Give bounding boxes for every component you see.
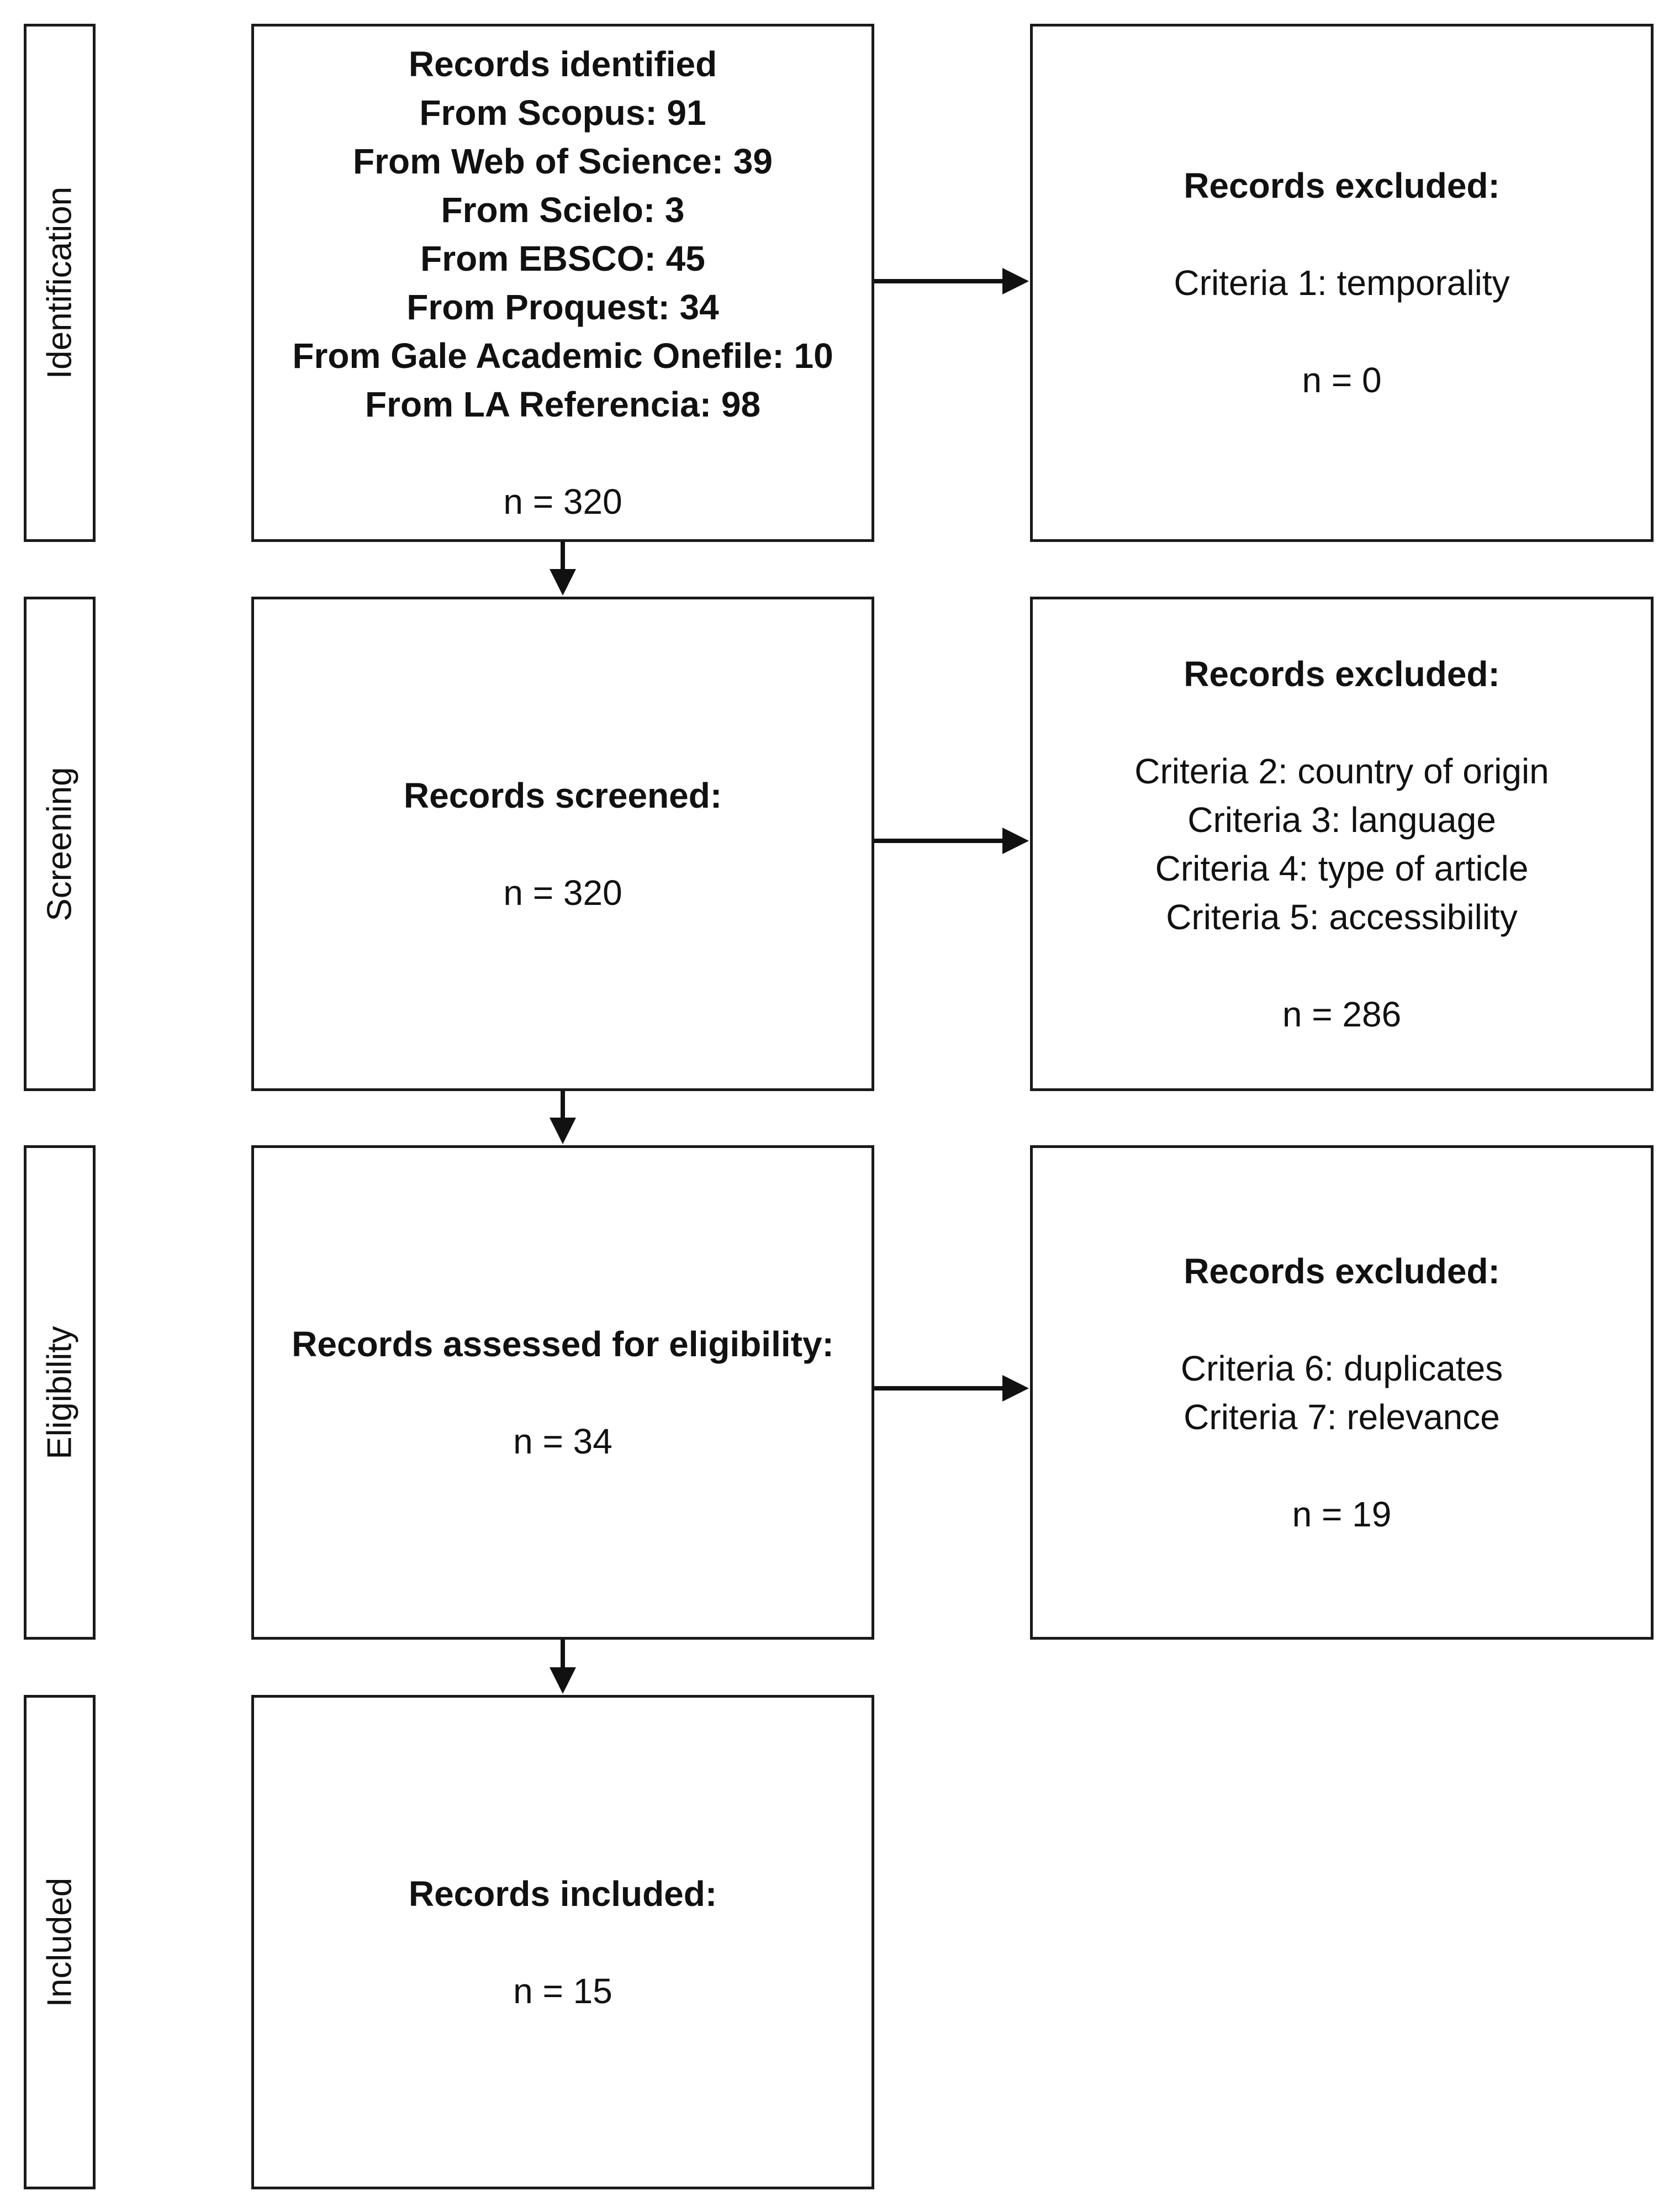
records-identified-box: Records identified From Scopus: 91 From …	[251, 24, 874, 542]
criteria-item: Criteria 7: relevance	[1184, 1397, 1500, 1437]
phase-eligibility: Eligibility	[24, 1145, 96, 1640]
criteria-item: Criteria 6: duplicates	[1180, 1348, 1503, 1388]
source-scopus: From Scopus: 91	[419, 93, 706, 133]
source-web-of-science: From Web of Science: 39	[353, 141, 773, 181]
source-la-referencia: From LA Referencia: 98	[365, 385, 761, 424]
phase-screening: Screening	[24, 597, 96, 1091]
records-identified-title: Records identified	[408, 44, 717, 84]
records-excluded-identification-box: Records excluded: Criteria 1: temporalit…	[1030, 24, 1654, 542]
criteria-item: Criteria 5: accessibility	[1166, 897, 1518, 937]
records-excluded-eligibility-box: Records excluded: Criteria 6: duplicates…	[1030, 1145, 1654, 1640]
records-excluded-screening-box: Records excluded: Criteria 2: country of…	[1030, 597, 1654, 1091]
criteria-item: Criteria 4: type of article	[1155, 848, 1529, 888]
records-eligibility-box: Records assessed for eligibility: n = 34	[251, 1145, 874, 1640]
records-included-title: Records included:	[408, 1873, 717, 1914]
records-excluded-title: Records excluded:	[1184, 1251, 1500, 1291]
records-excluded-count: n = 19	[1292, 1494, 1392, 1534]
records-included-box: Records included: n = 15	[251, 1695, 874, 2189]
records-excluded-count: n = 286	[1282, 994, 1402, 1034]
records-screened-box: Records screened: n = 320	[251, 597, 874, 1091]
phase-included: Included	[24, 1695, 96, 2189]
source-proquest: From Proquest: 34	[406, 287, 719, 327]
records-eligibility-count: n = 34	[513, 1421, 612, 1461]
records-screened-count: n = 320	[503, 872, 622, 913]
records-excluded-count: n = 0	[1302, 360, 1382, 400]
criteria-item: Criteria 2: country of origin	[1134, 751, 1549, 791]
records-eligibility-title: Records assessed for eligibility:	[292, 1324, 834, 1364]
source-gale-academic-onefile: From Gale Academic Onefile: 10	[292, 336, 833, 376]
records-identified-count: n = 320	[503, 482, 622, 522]
criteria-item: Criteria 1: temporality	[1174, 263, 1510, 303]
records-screened-title: Records screened:	[403, 775, 722, 815]
records-included-count: n = 15	[513, 1971, 612, 2011]
source-scielo: From Scielo: 3	[441, 190, 685, 230]
records-excluded-title: Records excluded:	[1184, 166, 1500, 206]
criteria-item: Criteria 3: language	[1187, 799, 1496, 840]
records-excluded-title: Records excluded:	[1184, 654, 1500, 694]
source-ebsco: From EBSCO: 45	[420, 239, 705, 278]
phase-identification: Identification	[24, 24, 96, 542]
